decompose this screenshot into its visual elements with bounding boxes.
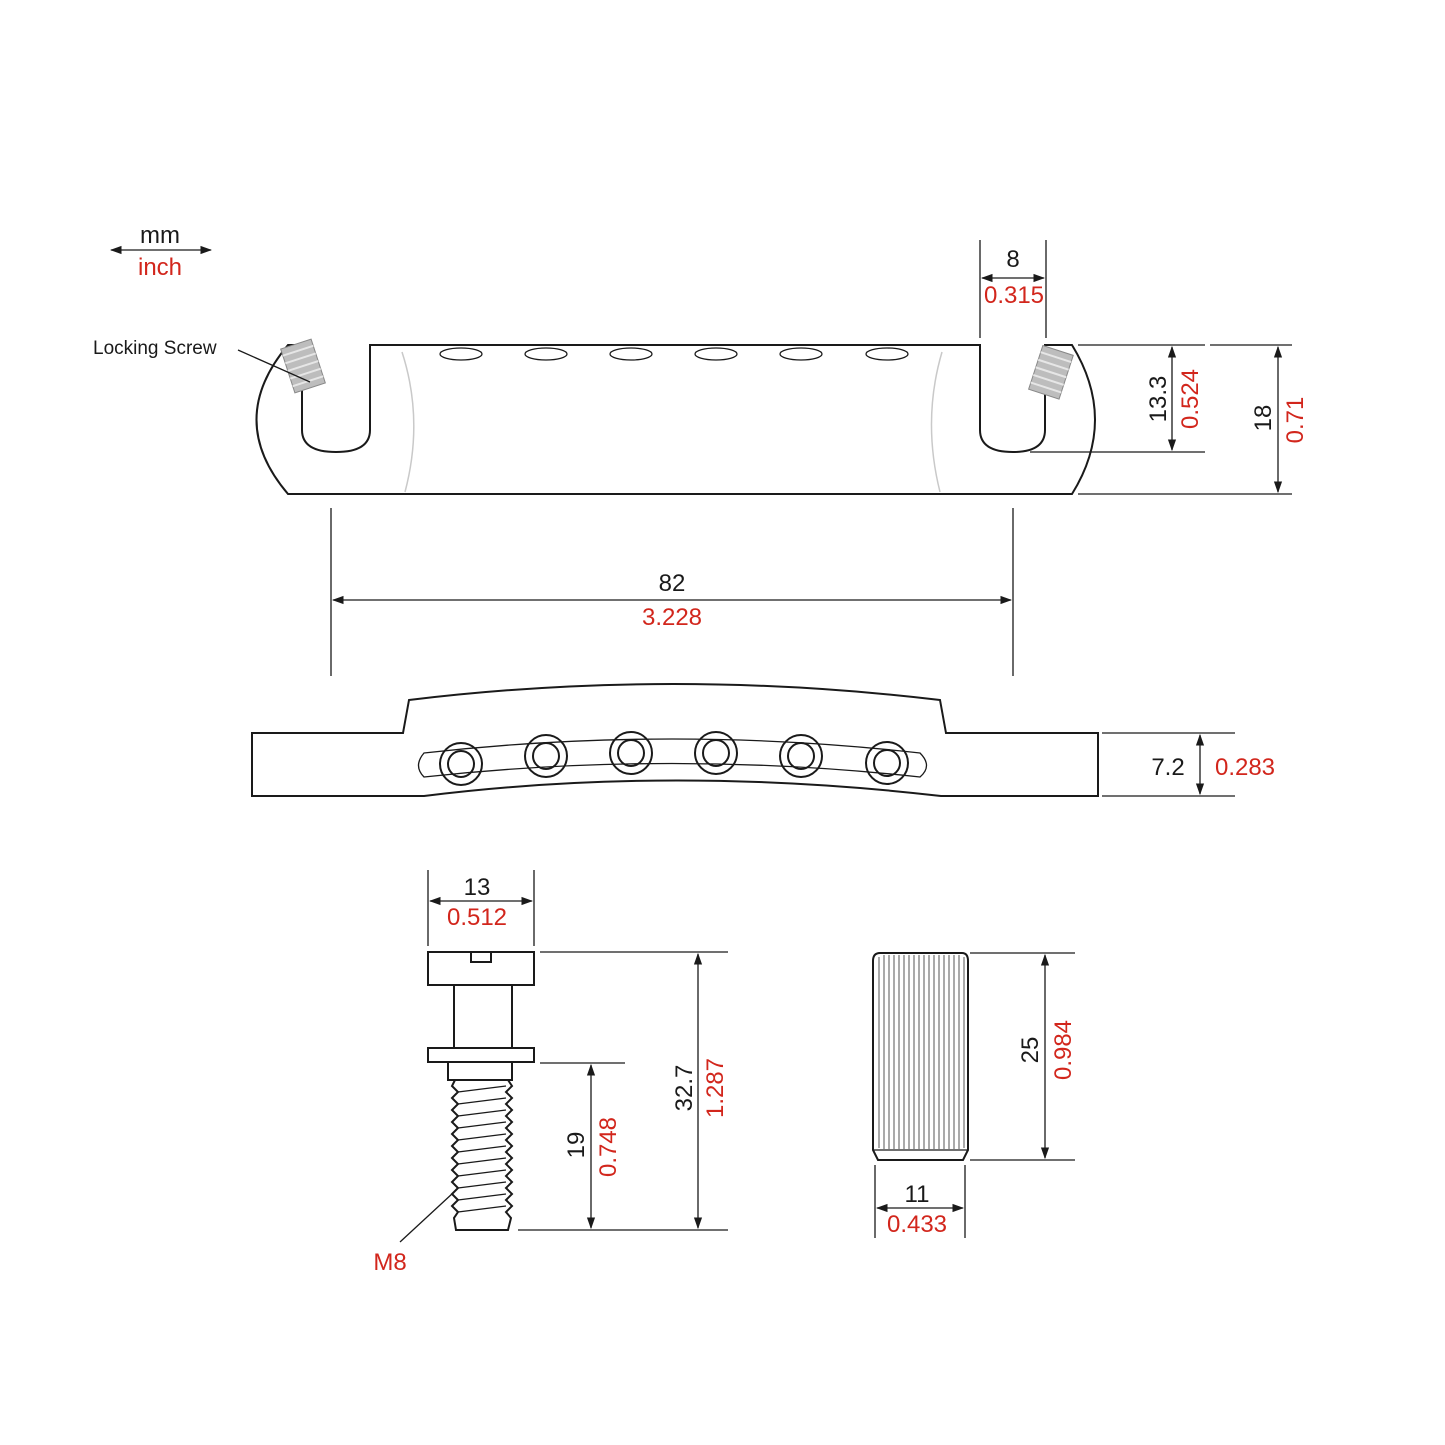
tailpiece-front-view	[251, 683, 1099, 797]
dim-stud-spacing: 82 3.228	[330, 508, 1014, 676]
side-thickness-inch: 0.283	[1215, 754, 1275, 781]
string-hole-ring	[779, 734, 823, 778]
stud-head	[427, 951, 535, 986]
string-hole-ring	[439, 742, 483, 786]
locking-screw-label: Locking Screw	[93, 338, 217, 359]
dim-side-thickness: 7.2 0.283	[1102, 732, 1275, 797]
dim-body-height: 18 0.71	[1078, 344, 1309, 495]
string-hole	[779, 347, 823, 361]
slot-width-mm: 8	[1006, 246, 1019, 273]
stud-thread	[450, 1079, 514, 1231]
string-hole	[694, 347, 738, 361]
slot-width-inch: 0.315	[984, 282, 1044, 309]
head-width-mm: 13	[464, 874, 491, 901]
thread-length-mm: 19	[563, 1132, 590, 1159]
string-hole	[439, 347, 483, 361]
locking-screw-left	[280, 338, 326, 394]
stud-head-slot	[470, 952, 492, 963]
body-height-mm: 18	[1250, 405, 1277, 432]
stud-length-mm: 32.7	[671, 1065, 698, 1112]
string-hole-ring	[694, 731, 738, 775]
tailpiece-top-outline	[255, 344, 1096, 495]
dim-slot-width: 8 0.315	[979, 240, 1047, 338]
dim-insert-length: 25 0.984	[970, 952, 1077, 1161]
string-hole-ring	[865, 741, 909, 785]
slot-depth-mm: 13.3	[1145, 376, 1172, 423]
dim-thread-length: 19 0.748	[518, 1062, 728, 1231]
string-holes-top	[439, 347, 909, 361]
dim-slot-depth: 13.3 0.524	[1030, 344, 1205, 453]
string-hole-ring	[609, 731, 653, 775]
stud-washer	[427, 1047, 535, 1063]
insert-diameter-inch: 0.433	[887, 1211, 947, 1238]
top-bevel-left	[401, 351, 415, 493]
side-thickness-mm: 7.2	[1151, 754, 1184, 781]
stud-thread-lines	[457, 1085, 507, 1213]
head-width-inch: 0.512	[447, 904, 507, 931]
string-slot	[417, 738, 928, 778]
insert-diameter-mm: 11	[905, 1181, 930, 1208]
stud-thread-collar	[447, 1061, 513, 1081]
locking-screw-right	[1027, 344, 1074, 400]
dim-insert-diameter: 11 0.433	[874, 1165, 966, 1238]
locking-screw-leader	[237, 349, 311, 383]
unit-legend: mm inch	[109, 222, 213, 281]
stud-spacing-inch: 3.228	[642, 604, 702, 631]
string-hole	[524, 347, 568, 361]
threaded-insert	[872, 952, 969, 1161]
slot-depth-inch: 0.524	[1177, 369, 1204, 429]
dim-head-width: 13 0.512	[427, 870, 535, 946]
stud-length-inch: 1.287	[702, 1058, 729, 1118]
string-hole	[609, 347, 653, 361]
body-height-inch: 0.71	[1282, 397, 1309, 444]
stud-neck	[453, 985, 513, 1048]
tailpiece-front-outline	[251, 683, 1099, 797]
stud-bolt: M8	[373, 951, 535, 1276]
tailpiece-top-view: Locking Screw	[93, 338, 1096, 495]
top-bevel-right	[930, 351, 943, 493]
string-hole-ring	[524, 734, 568, 778]
insert-knurling	[878, 955, 965, 1149]
insert-outline	[872, 952, 969, 1161]
legend-mm-label: mm	[140, 222, 180, 249]
dim-stud-length: 32.7 1.287	[540, 951, 729, 1230]
thread-leader	[399, 1192, 454, 1243]
legend-inch-label: inch	[138, 254, 182, 281]
insert-length-mm: 25	[1017, 1037, 1044, 1064]
string-hole	[865, 347, 909, 361]
thread-length-inch: 0.748	[595, 1117, 622, 1177]
insert-length-inch: 0.984	[1050, 1020, 1077, 1080]
stud-spacing-mm: 82	[659, 570, 686, 597]
thread-size-label: M8	[373, 1249, 406, 1276]
string-holes-front	[439, 731, 909, 786]
